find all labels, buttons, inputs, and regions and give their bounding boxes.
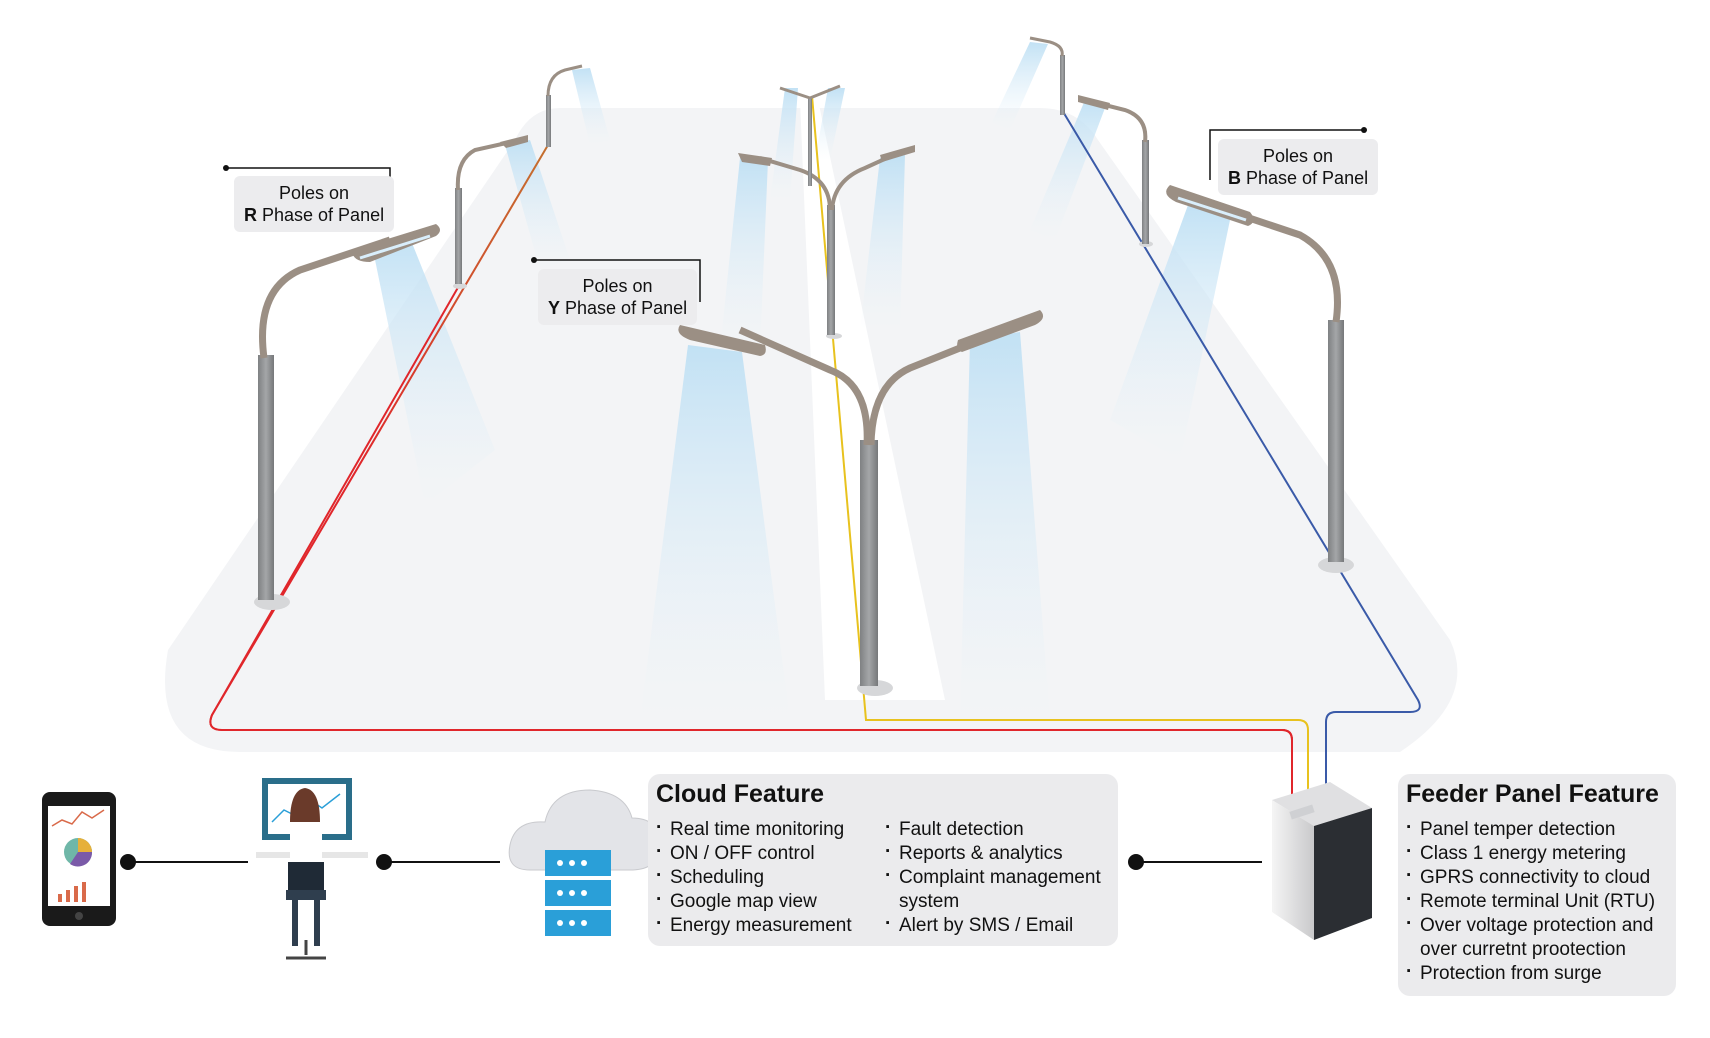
cloud-feature-box: Cloud Feature Real time monitoring ON / … — [648, 774, 1118, 946]
pole-y-front — [678, 310, 1044, 686]
road-median — [800, 100, 945, 700]
pole-b-mid — [1078, 95, 1149, 244]
feeder-panel-icon — [1272, 782, 1372, 940]
label-r-phase: Poles on R Phase of Panel — [234, 176, 395, 232]
pole-y-far — [779, 84, 841, 186]
label-b-phase-letter: B — [1228, 168, 1241, 188]
list-item: Real time monitoring — [656, 816, 876, 842]
smartphone-icon — [42, 792, 116, 926]
list-item: Alert by SMS / Email — [885, 912, 1113, 938]
pole-b-far — [1029, 36, 1065, 115]
label-r-phase-letter: R — [244, 205, 257, 225]
label-y-phase: Poles on Y Phase of Panel — [538, 269, 698, 325]
list-item: Panel temper detection — [1406, 816, 1670, 842]
list-item: Protection from surge — [1406, 960, 1670, 986]
phase-wires — [209, 95, 1421, 800]
pole-b-front — [1166, 185, 1344, 562]
list-item: Fault detection — [885, 816, 1113, 842]
feeder-feature-box: Feeder Panel Feature Panel temper detect… — [1398, 774, 1676, 996]
pole-r-front — [258, 224, 440, 600]
road-surface — [165, 108, 1458, 752]
b-phase-wire — [1061, 109, 1421, 800]
pole-y-mid — [738, 145, 915, 335]
list-item: Remote terminal Unit (RTU) — [1406, 888, 1670, 914]
list-item: Reports & analytics — [885, 840, 1113, 866]
network-nodes — [120, 854, 1144, 870]
label-r-rest: Phase of Panel — [257, 205, 385, 225]
feeder-feature-list: Panel temper detection Class 1 energy me… — [1406, 816, 1670, 986]
y-phase-wire — [811, 95, 1309, 800]
r-phase-wire-lower — [209, 283, 1293, 800]
light-beams — [372, 42, 1230, 720]
cloud-feature-list-right: Fault detection Reports & analytics Comp… — [885, 816, 1113, 938]
cloud-server-icon — [508, 789, 661, 936]
list-item: Over voltage protection and over curretn… — [1406, 912, 1670, 962]
label-r-line1: Poles on — [279, 183, 350, 203]
street-poles — [258, 36, 1344, 686]
label-y-line1: Poles on — [582, 276, 653, 296]
list-item: Scheduling — [656, 864, 876, 890]
list-item: ON / OFF control — [656, 840, 876, 866]
label-b-line1: Poles on — [1263, 146, 1334, 166]
pole-r-far — [546, 64, 583, 147]
label-y-rest: Phase of Panel — [560, 298, 688, 318]
list-item: Energy measurement — [656, 912, 876, 938]
feeder-feature-title: Feeder Panel Feature — [1406, 780, 1659, 808]
label-b-phase: Poles on B Phase of Panel — [1218, 139, 1379, 195]
list-item: Class 1 energy metering — [1406, 840, 1670, 866]
pole-r-mid — [455, 135, 528, 284]
label-b-rest: Phase of Panel — [1241, 168, 1369, 188]
cloud-feature-list-left: Real time monitoring ON / OFF control Sc… — [656, 816, 876, 938]
operator-desk-icon — [256, 778, 368, 960]
list-item: Google map view — [656, 888, 876, 914]
list-item: GPRS connectivity to cloud — [1406, 864, 1670, 890]
cloud-feature-title: Cloud Feature — [656, 780, 825, 808]
label-y-phase-letter: Y — [548, 298, 561, 318]
list-item: Complaint management system — [885, 864, 1113, 914]
